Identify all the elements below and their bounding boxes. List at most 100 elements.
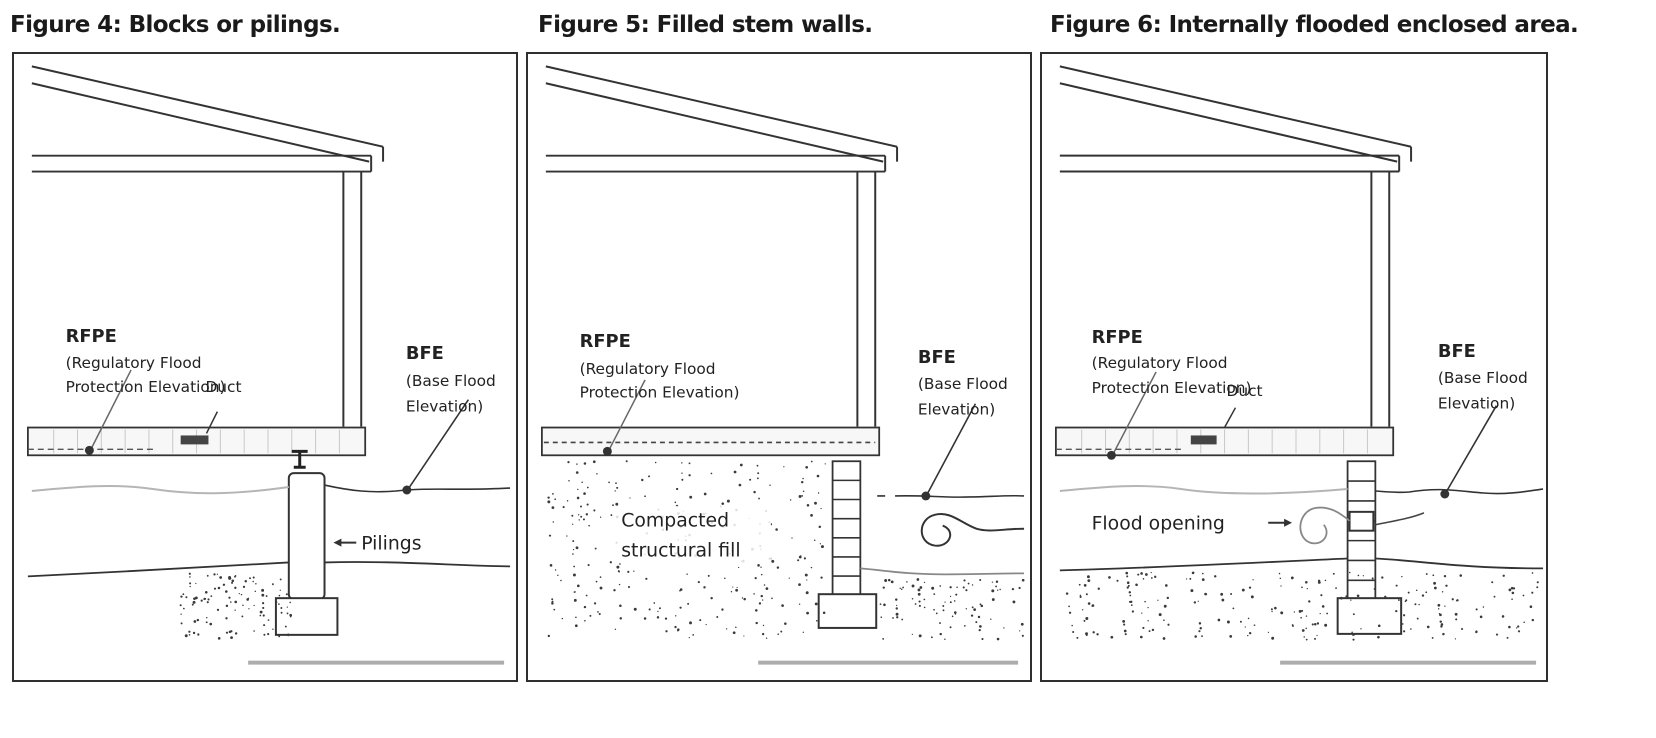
soil-dot: [813, 539, 816, 541]
soil-dot: [1493, 595, 1496, 598]
soil-dot: [595, 580, 598, 583]
soil-dot: [267, 619, 270, 621]
rfpe-leader: [90, 369, 132, 449]
soil-dot: [991, 589, 995, 593]
soil-dot: [970, 614, 974, 617]
soil-dot: [917, 588, 921, 592]
soil-dot: [1189, 577, 1192, 580]
soil-dot: [253, 630, 255, 632]
soil-dot: [730, 591, 733, 593]
water-line-under: [31, 485, 289, 495]
soil-dot: [586, 486, 589, 489]
soil-dot: [609, 561, 612, 564]
soil-dot: [289, 601, 292, 604]
soil-dot: [978, 628, 981, 632]
soil-dot: [1142, 578, 1145, 580]
soil-dot: [229, 601, 232, 603]
soil-dot: [1451, 598, 1454, 601]
bfe-leader: [1446, 405, 1498, 492]
figure-6-diagram: RFPE (Regulatory Flood Protection Elevat…: [1054, 65, 1544, 665]
soil-dot: [743, 635, 745, 637]
soil-dot: [1356, 594, 1360, 598]
soil-dot: [205, 621, 208, 624]
soil-dot: [1197, 600, 1199, 602]
soil-dot: [697, 581, 700, 584]
soil-dot: [818, 525, 822, 529]
soil-dot: [182, 593, 185, 596]
soil-dot: [1019, 630, 1021, 632]
rfpe-line-2: Protection Elevation): [1092, 379, 1252, 397]
soil-dot: [1454, 612, 1458, 616]
soil-dot: [918, 604, 921, 607]
ground-line: [1059, 557, 1544, 572]
soil-dot: [674, 625, 677, 629]
duct-icon: [1190, 435, 1217, 445]
soil-dot: [1167, 623, 1170, 626]
fill-line-2: structural fill: [621, 540, 740, 561]
soil-dot: [1166, 596, 1169, 600]
soil-dot: [225, 604, 229, 608]
soil-dot: [1072, 630, 1075, 634]
soil-dot: [1320, 594, 1323, 597]
soil-dot: [739, 463, 743, 467]
soil-dot: [278, 594, 281, 597]
soil-dot: [975, 621, 978, 624]
soil-dot: [822, 611, 826, 615]
soil-dot: [1205, 593, 1208, 596]
soil-dot: [1426, 625, 1430, 629]
soil-dot: [1461, 627, 1464, 631]
soil-dot: [1248, 586, 1252, 589]
soil-dot: [1491, 581, 1494, 584]
soil-dot: [581, 481, 583, 484]
soil-dot: [568, 480, 570, 482]
soil-dot: [1125, 571, 1129, 575]
soil-dot: [1384, 595, 1387, 598]
soil-dot: [194, 596, 198, 600]
soil-dot: [183, 607, 185, 610]
block-wall-footing: [1336, 597, 1403, 635]
soil-dot: [1362, 575, 1364, 577]
soil-dot: [806, 504, 810, 507]
soil-dot: [252, 576, 255, 579]
soil-dot: [1425, 591, 1428, 594]
soil-dot: [967, 582, 970, 585]
soil-dot: [784, 622, 787, 625]
soil-dot: [573, 598, 577, 602]
soil-dot: [1313, 623, 1317, 626]
soil-dot: [1147, 606, 1149, 609]
soil-dot: [195, 582, 197, 585]
soil-dot: [761, 632, 765, 636]
soil-dot: [1122, 619, 1126, 623]
soil-dot: [1071, 624, 1073, 627]
soil-dot: [616, 486, 619, 489]
house-frame: [545, 65, 899, 427]
soil-dot: [560, 579, 562, 582]
soil-dot: [820, 545, 824, 549]
soil-dot: [882, 586, 885, 589]
soil-dot: [664, 617, 668, 620]
soil-dot: [1091, 604, 1094, 607]
soil-dot: [923, 581, 926, 584]
soil-dot: [267, 632, 270, 636]
soil-dot: [681, 472, 683, 474]
rfpe-line-2: Protection Elevation): [66, 378, 226, 396]
soil-dot: [180, 622, 183, 625]
soil-dot: [1085, 634, 1088, 637]
soil-dot: [949, 595, 952, 598]
soil-dot: [895, 607, 898, 610]
soil-dot: [1529, 605, 1533, 608]
soil-dot: [979, 625, 982, 628]
roof-top-line: [545, 65, 898, 148]
soil-dot: [681, 462, 683, 464]
soil-dot: [1274, 606, 1277, 610]
soil-dot: [1078, 583, 1081, 586]
soil-dot: [1531, 572, 1534, 574]
soil-dot: [681, 478, 684, 481]
soil-dot: [280, 611, 283, 614]
soil-dot: [996, 589, 999, 591]
soil-dot: [721, 608, 724, 611]
soil-dot: [1324, 623, 1328, 627]
soil-dot: [1131, 610, 1135, 613]
soil-dot: [576, 584, 580, 588]
soil-dot: [1441, 591, 1444, 593]
